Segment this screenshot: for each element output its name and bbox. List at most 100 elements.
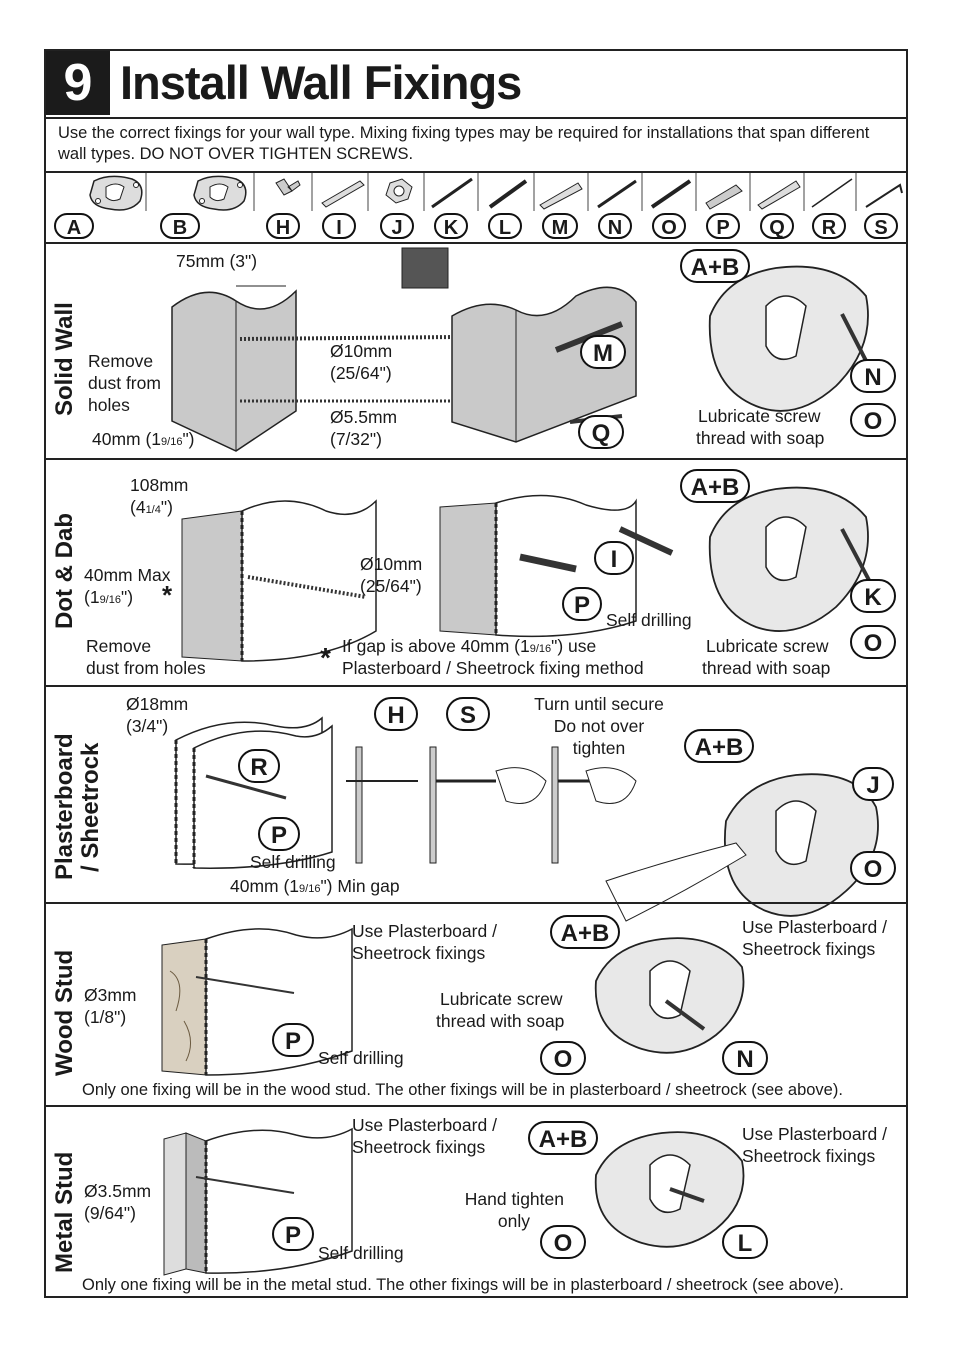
bracket-mount-illustration bbox=[708, 265, 882, 412]
bracket-mount-illustration bbox=[594, 1131, 745, 1248]
section-title-wood-stud: Wood Stud bbox=[51, 949, 78, 1076]
bracket-screwdriver-illustration bbox=[605, 773, 879, 922]
part-label-p: P bbox=[706, 213, 740, 239]
drill-bit-icon bbox=[811, 173, 857, 211]
turn-note-line3: tighten bbox=[572, 738, 626, 758]
screw-icon bbox=[488, 173, 535, 211]
bracket-mount-illustration bbox=[594, 937, 745, 1054]
divider bbox=[46, 902, 906, 904]
dim-40mm: 40mm (19/16") bbox=[92, 429, 195, 449]
remove-dust-line1: Remove bbox=[88, 351, 154, 371]
lubricate-line1: Lubricate screw bbox=[706, 636, 829, 656]
nut-icon bbox=[385, 173, 425, 211]
asterisk-mark: * bbox=[162, 580, 173, 610]
lubricate-line1: Lubricate screw bbox=[698, 406, 821, 426]
use-plasterboard-left-line2: Sheetrock fixings bbox=[352, 943, 486, 963]
screw-icon bbox=[650, 173, 697, 211]
section-title-metal-stud: Metal Stud bbox=[51, 1151, 78, 1273]
lubricate-line1: Lubricate screw bbox=[440, 989, 563, 1009]
dim-d35-line2: (9/64") bbox=[84, 1203, 136, 1223]
solid-wall-plug-illustration bbox=[401, 247, 637, 443]
divider bbox=[46, 458, 906, 460]
dim-d10-line2: (25/64") bbox=[330, 363, 392, 383]
parts-row: A B H I J K L bbox=[46, 173, 906, 243]
part-label-k: K bbox=[434, 213, 468, 239]
plasterboard-drilling-illustration bbox=[174, 716, 333, 869]
callout-p: P bbox=[272, 1023, 314, 1057]
dim-d3-line1: Ø3mm bbox=[84, 985, 137, 1005]
part-p: P bbox=[698, 173, 752, 243]
remove-dust-line1: Remove bbox=[86, 636, 152, 656]
bracket-mount-illustration bbox=[708, 486, 882, 632]
part-h: H bbox=[262, 173, 314, 243]
wall-plug-icon bbox=[757, 173, 805, 211]
part-label-m: M bbox=[542, 213, 578, 239]
callout-k: K bbox=[850, 579, 896, 613]
callout-r: R bbox=[238, 749, 280, 783]
use-plasterboard-right-line1: Use Plasterboard / bbox=[742, 917, 887, 937]
screw-icon bbox=[597, 173, 643, 211]
dim-d18-line2: (3/4") bbox=[126, 716, 169, 736]
part-r: R bbox=[806, 173, 858, 243]
part-label-n: N bbox=[598, 213, 632, 239]
part-k: K bbox=[426, 173, 480, 243]
callout-l: L bbox=[722, 1225, 768, 1259]
use-plasterboard-right-line2: Sheetrock fixings bbox=[742, 939, 876, 959]
part-i: I bbox=[316, 173, 370, 243]
remove-dust-line2: dust from holes bbox=[86, 658, 206, 678]
callout-a-plus-b: A+B bbox=[550, 915, 620, 949]
use-plasterboard-left-line1: Use Plasterboard / bbox=[352, 1115, 497, 1135]
part-o: O bbox=[644, 173, 698, 243]
self-drilling-label: Self drilling bbox=[606, 610, 692, 630]
max-40mm-line1: 40mm Max bbox=[84, 565, 171, 585]
part-label-o: O bbox=[652, 213, 686, 239]
part-label-j: J bbox=[380, 213, 414, 239]
dim-108mm-line1: 108mm bbox=[130, 475, 189, 495]
callout-o: O bbox=[540, 1041, 586, 1075]
callout-s: S bbox=[446, 697, 490, 731]
dim-d55-line2: (7/32") bbox=[330, 429, 382, 449]
toggle-install-sequence-illustration bbox=[346, 746, 637, 864]
asterisk-note-mark: * bbox=[320, 642, 331, 673]
callout-n: N bbox=[850, 359, 896, 393]
dim-d10-line1: Ø10mm bbox=[360, 554, 423, 574]
callout-o: O bbox=[850, 851, 896, 885]
dim-108mm-line2: (41/4") bbox=[130, 497, 173, 517]
dim-d18-line1: Ø18mm bbox=[126, 694, 189, 714]
turn-note-line2: Do not over bbox=[553, 716, 645, 736]
intro-text: Use the correct fixings for your wall ty… bbox=[58, 124, 870, 163]
remove-dust-line3: holes bbox=[88, 395, 130, 415]
bracket-icon bbox=[89, 173, 147, 211]
toggle-anchor-icon bbox=[275, 173, 313, 211]
callout-i: I bbox=[594, 541, 634, 575]
self-drilling-label: Self drilling bbox=[318, 1243, 404, 1263]
use-plasterboard-left-line1: Use Plasterboard / bbox=[352, 921, 497, 941]
part-s: S bbox=[860, 173, 906, 243]
hand-tighten-line2: only bbox=[497, 1211, 530, 1231]
callout-a-plus-b: A+B bbox=[528, 1121, 598, 1155]
wood-stud-illustration bbox=[161, 927, 353, 1076]
callout-p: P bbox=[258, 817, 300, 851]
callout-m: M bbox=[580, 335, 626, 369]
turn-note-line1: Turn until secure bbox=[534, 694, 664, 714]
gap-note-line1: If gap is above 40mm (19/16") use bbox=[342, 636, 597, 656]
callout-h: H bbox=[374, 697, 418, 731]
wall-plug-icon bbox=[321, 173, 369, 211]
dim-d35-line1: Ø3.5mm bbox=[84, 1181, 152, 1201]
callout-a-plus-b: A+B bbox=[684, 729, 754, 763]
dot-dab-drilling-illustration bbox=[181, 499, 377, 662]
callout-a-plus-b: A+B bbox=[680, 469, 750, 503]
screw-icon bbox=[431, 173, 479, 211]
section-title-dot-dab: Dot & Dab bbox=[51, 513, 78, 629]
dim-d10-line1: Ø10mm bbox=[330, 341, 393, 361]
gap-note-line2: Plasterboard / Sheetrock fixing method bbox=[342, 658, 644, 678]
metal-stud-illustration bbox=[163, 1127, 353, 1276]
metal-stud-note: Only one fixing will be in the metal stu… bbox=[82, 1276, 844, 1294]
use-plasterboard-right-line1: Use Plasterboard / bbox=[742, 1124, 887, 1144]
dim-d3-line2: (1/8") bbox=[84, 1007, 127, 1027]
section-title-plasterboard: Plasterboard/ Sheetrock bbox=[51, 733, 104, 881]
part-j: J bbox=[372, 173, 426, 243]
divider bbox=[46, 1105, 906, 1107]
callout-p: P bbox=[272, 1217, 314, 1251]
callout-o: O bbox=[540, 1225, 586, 1259]
